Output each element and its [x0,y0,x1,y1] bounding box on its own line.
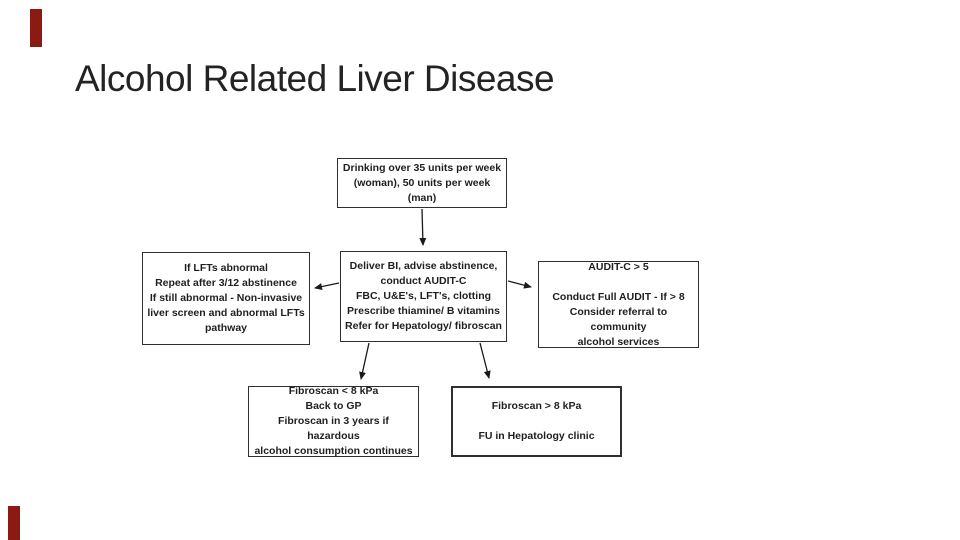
page-title: Alcohol Related Liver Disease [75,58,555,99]
box-line: Fibroscan > 8 kPa [491,400,582,412]
arrow-threshold-to-intervention [419,208,427,246]
box-line: Fibroscan < 8 kPa [288,385,379,397]
box-line: AUDIT-C > 5 [588,260,649,273]
flowchart-box-brief-intervention: Deliver BI, advise abstinence, conduct AU… [340,251,507,342]
arrow-intervention-to-audit [507,280,532,289]
box-line: alcohol services [577,335,660,348]
flowchart-box-fibroscan-high: Fibroscan > 8 kPa FU in Hepatology clini… [451,386,622,457]
arrow-intervention-to-fibroscan-high [479,342,491,379]
box-line: FU in Hepatology clinic [478,430,595,442]
box-line [457,414,616,429]
arrow-intervention-to-lfts [314,282,340,290]
box-line: Back to GP [305,400,362,412]
box-line: Fibroscan in 3 years if hazardous [278,415,389,442]
flowchart-box-audit-c: AUDIT-C > 5 Conduct Full AUDIT - If > 8 C… [538,261,699,348]
box-line: alcohol consumption continues [254,445,413,457]
accent-bar-top [30,9,42,47]
box-line: If LFTs abnormal [184,262,268,274]
box-line: Deliver BI, advise abstinence, [349,260,498,272]
box-line: pathway [204,322,247,334]
box-line: Conduct Full AUDIT - If > 8 [552,290,685,303]
accent-bar-bottom [8,506,20,540]
box-line: Prescribe thiamine/ B vitamins [347,305,500,317]
box-line: FBC, U&E's, LFT's, clotting [355,290,492,302]
box-line: conduct AUDIT-C [380,275,467,287]
box-line: Drinking over 35 units per week [342,161,502,174]
box-line: liver screen and abnormal LFTs [147,307,305,319]
box-line: Repeat after 3/12 abstinence [155,277,297,289]
box-line: Consider referral to community [569,305,668,333]
box-line: If still abnormal - Non-invasive [149,292,303,304]
box-line: (man) [407,191,437,204]
flowchart-box-drinking-threshold: Drinking over 35 units per week (woman), … [337,158,507,208]
box-line: (woman), 50 units per week [353,176,491,189]
box-line [543,275,694,290]
box-line: Refer for Hepatology/ fibroscan [345,320,502,332]
arrow-intervention-to-fibroscan-low [359,342,370,380]
